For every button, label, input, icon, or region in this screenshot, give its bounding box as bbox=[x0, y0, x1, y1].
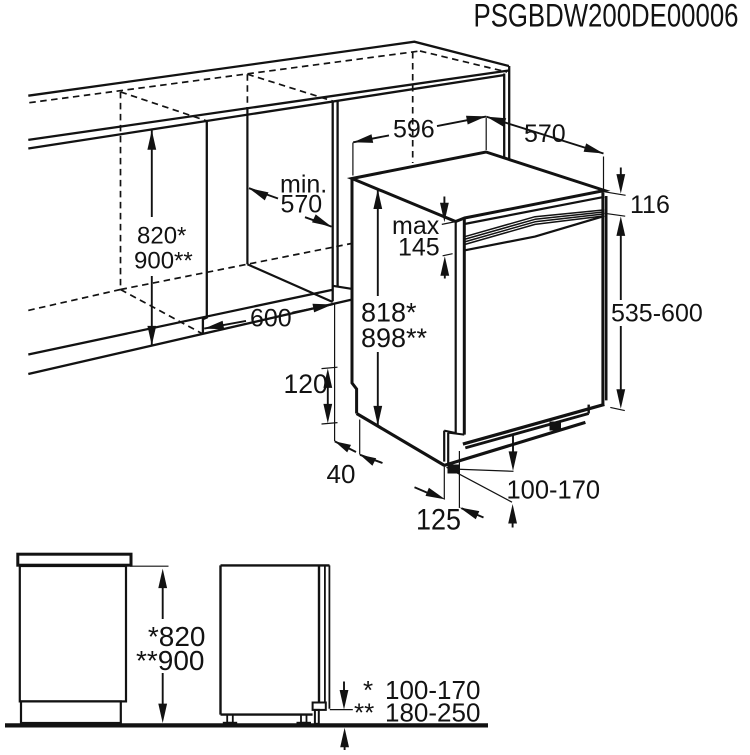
svg-text:**: ** bbox=[354, 698, 374, 728]
svg-text:40: 40 bbox=[327, 459, 356, 489]
svg-text:PSGBDW200DE00006: PSGBDW200DE00006 bbox=[474, 0, 739, 33]
svg-text:100-170: 100-170 bbox=[385, 675, 480, 705]
svg-text:600: 600 bbox=[250, 305, 292, 333]
svg-text:818*: 818* bbox=[361, 298, 417, 328]
svg-text:100-170: 100-170 bbox=[507, 477, 601, 505]
svg-text:*: * bbox=[363, 675, 373, 705]
svg-text:125: 125 bbox=[416, 504, 461, 537]
svg-text:*820: *820 bbox=[148, 621, 206, 652]
svg-text:116: 116 bbox=[630, 191, 670, 219]
svg-text:900**: 900** bbox=[134, 248, 193, 275]
svg-text:max: max bbox=[392, 212, 440, 240]
svg-text:570: 570 bbox=[281, 191, 323, 219]
svg-text:120: 120 bbox=[284, 369, 328, 399]
svg-text:180-250: 180-250 bbox=[385, 698, 480, 728]
svg-text:min.: min. bbox=[280, 171, 327, 199]
svg-text:570: 570 bbox=[524, 120, 566, 148]
svg-text:596: 596 bbox=[393, 116, 435, 144]
svg-text:820*: 820* bbox=[137, 223, 186, 250]
svg-text:898**: 898** bbox=[361, 323, 428, 353]
svg-text:145: 145 bbox=[398, 234, 440, 262]
svg-text:**900: **900 bbox=[136, 645, 205, 676]
svg-text:535-600: 535-600 bbox=[611, 300, 703, 328]
